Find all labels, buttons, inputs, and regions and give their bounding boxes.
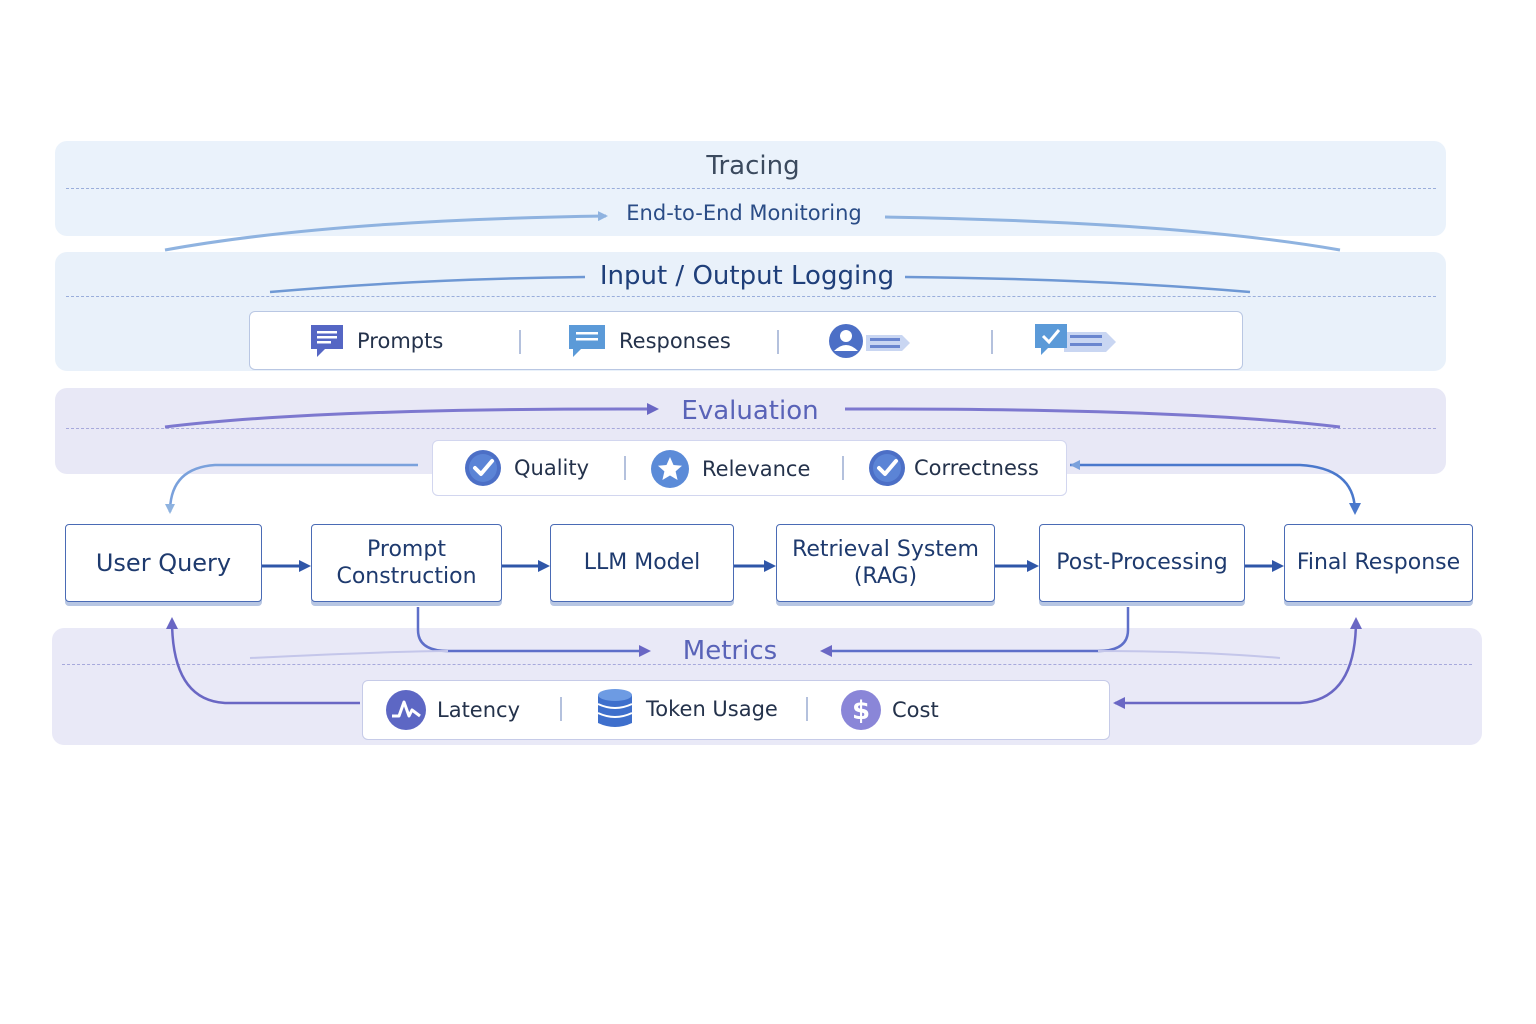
logging-separator [519,330,521,354]
evaluation-item-quality: Quality [464,449,589,487]
metrics-separator [806,697,808,721]
database-icon [596,688,634,730]
tracing-title: Tracing [706,151,800,181]
node-label: Construction [336,564,477,589]
metrics-item-label: Latency [437,698,521,722]
metrics-item-label: Token Usage [646,697,778,721]
logging-item-label: Responses [619,329,731,353]
logging-item-user [826,323,924,359]
node-label: (RAG) [853,564,918,589]
metrics-title: Metrics [682,636,778,666]
evaluation-item-label: Relevance [702,457,811,481]
metrics-panel [362,680,1110,740]
node-label: LLM Model [583,550,701,576]
node-post-processing: Post-Processing [1039,524,1245,602]
metrics-item-token-usage: Token Usage [596,688,778,730]
check-list-icon [1034,322,1120,360]
star-circle-icon [650,449,690,489]
evaluation-title: Evaluation [681,396,819,426]
logging-title: Input / Output Logging [599,261,895,291]
evaluation-divider [66,428,1436,429]
node-label: Post-Processing [1056,550,1228,576]
node-label: Prompt [367,536,446,562]
tracing-subtitle: End-to-End Monitoring [626,201,862,225]
evaluation-item-label: Quality [514,456,590,480]
evaluation-item-relevance: Relevance [650,449,810,489]
logging-item-prompts: Prompts [309,323,443,359]
logging-item-responses: Responses [567,323,731,359]
response-bubble-icon [567,323,607,359]
logging-separator [991,330,993,354]
node-retrieval-system: Retrieval System (RAG) [776,524,995,602]
metrics-item-label: Cost [892,698,939,722]
node-llm-model: LLM Model [550,524,734,602]
logging-item-checklist [1034,322,1132,360]
node-label: Retrieval System [792,536,979,562]
metrics-divider [62,664,1472,665]
svg-text:$: $ [852,696,870,726]
metrics-separator [560,697,562,721]
check-circle-icon [464,449,502,487]
dollar-icon: $ [840,689,882,731]
latency-icon [385,689,427,731]
metrics-item-cost: $ Cost [840,689,939,731]
evaluation-panel [432,440,1067,496]
node-final-response: Final Response [1284,524,1473,602]
logging-item-label: Prompts [357,329,444,353]
chat-bubble-icon [309,323,345,359]
metrics-item-latency: Latency [385,689,520,731]
check-circle-icon [868,449,906,487]
node-prompt-construction: Prompt Construction [311,524,502,602]
evaluation-item-correctness: Correctness [868,449,1039,487]
node-label: Final Response [1296,550,1461,576]
logging-separator [777,330,779,354]
evaluation-separator [842,456,844,480]
evaluation-separator [624,456,626,480]
tracing-divider [66,188,1436,189]
node-user-query: User Query [65,524,262,602]
evaluation-item-label: Correctness [914,456,1039,480]
node-label: User Query [95,549,232,577]
logging-divider [66,296,1436,297]
user-list-icon [826,323,912,359]
